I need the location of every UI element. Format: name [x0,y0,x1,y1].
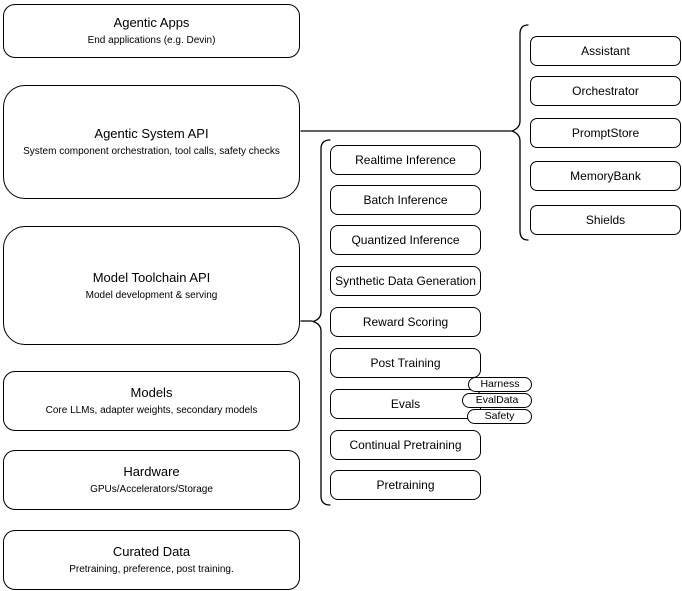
node-title: Model Toolchain API [92,269,211,285]
node-memorybank[interactable]: MemoryBank [530,161,681,191]
node-label: Pretraining [376,478,435,492]
node-hardware[interactable]: Hardware GPUs/Accelerators/Storage [3,450,300,510]
node-title: Agentic System API [94,126,209,141]
node-model-toolchain-api[interactable]: Model Toolchain API Model development & … [3,226,300,345]
node-promptstore[interactable]: PromptStore [530,118,681,148]
node-assistant[interactable]: Assistant [530,36,681,66]
node-shields[interactable]: Shields [530,205,681,235]
node-title: Curated Data [112,544,191,559]
node-continual-pretraining[interactable]: Continual Pretraining [330,430,481,460]
node-pretraining[interactable]: Pretraining [330,470,481,500]
tag-evaldata[interactable]: EvalData [462,393,532,408]
node-realtime-inference[interactable]: Realtime Inference [330,145,481,175]
node-label: PromptStore [571,126,640,140]
node-label: MemoryBank [570,169,641,183]
node-title: Hardware [123,464,180,479]
node-synthetic-data-generation[interactable]: Synthetic Data Generation [330,266,481,296]
tag-label: Safety [484,410,515,422]
tag-label: Harness [480,378,520,390]
node-subtitle: Core LLMs, adapter weights, secondary mo… [45,405,258,416]
node-subtitle: Model development & serving [85,289,218,301]
node-label: Batch Inference [363,193,448,207]
node-reward-scoring[interactable]: Reward Scoring [330,307,481,337]
node-evals[interactable]: Evals [330,389,481,419]
node-label: Reward Scoring [362,315,449,329]
node-batch-inference[interactable]: Batch Inference [330,185,481,215]
node-subtitle: GPUs/Accelerators/Storage [90,484,213,495]
node-label: Synthetic Data Generation [335,274,476,288]
node-curated-data[interactable]: Curated Data Pretraining, preference, po… [3,530,300,590]
node-label: Shields [585,213,626,227]
node-label: Continual Pretraining [349,438,462,452]
tag-label: EvalData [475,394,519,406]
node-agentic-system-api[interactable]: Agentic System API System component orch… [3,85,300,199]
tag-safety[interactable]: Safety [467,409,532,424]
node-label: Orchestrator [572,84,639,98]
node-label: Realtime Inference [355,153,456,167]
node-label: Post Training [370,356,441,370]
node-subtitle: System component orchestration, tool cal… [23,146,280,157]
node-subtitle: Pretraining, preference, post training. [69,564,234,575]
toolchain-brace [312,139,331,506]
node-title: Models [130,385,173,400]
node-orchestrator[interactable]: Orchestrator [530,76,681,106]
node-models[interactable]: Models Core LLMs, adapter weights, secon… [3,371,300,431]
node-title: Agentic Apps [113,15,190,30]
tag-harness[interactable]: Harness [468,377,532,392]
agentic-brace [511,24,529,241]
node-subtitle: End applications (e.g. Devin) [87,35,216,46]
node-agentic-apps[interactable]: Agentic Apps End applications (e.g. Devi… [3,4,300,58]
node-label: Assistant [581,44,630,58]
node-quantized-inference[interactable]: Quantized Inference [330,225,481,255]
node-label: Quantized Inference [351,233,460,247]
node-label: Evals [390,397,421,411]
node-post-training[interactable]: Post Training [330,348,481,378]
